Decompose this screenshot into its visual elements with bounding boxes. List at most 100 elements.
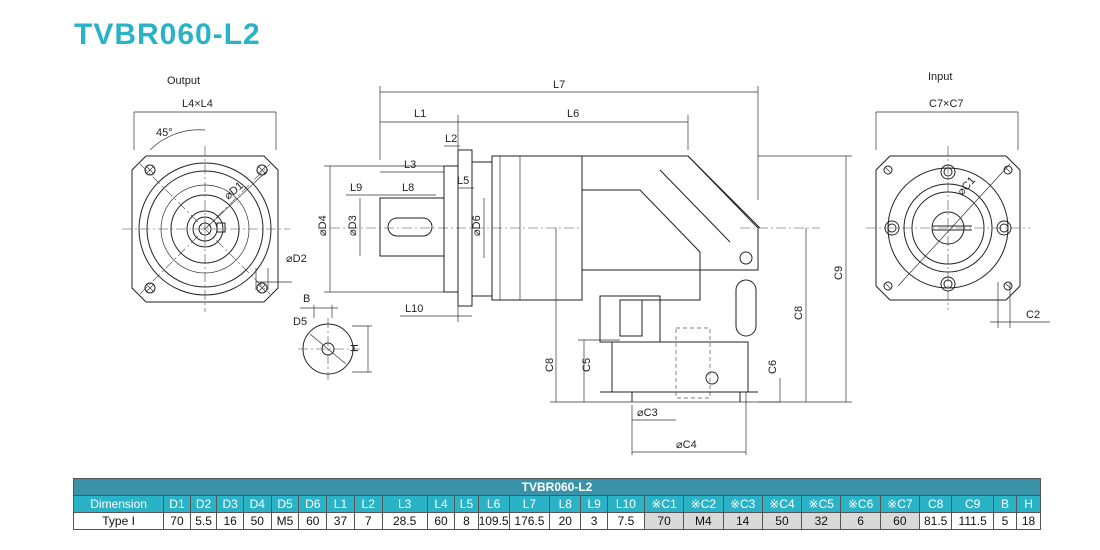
- c8-left-label: C8: [544, 358, 556, 372]
- c4-label: ⌀C4: [676, 439, 697, 451]
- value-cell: 50: [242, 512, 272, 530]
- value-cell: 111.5: [951, 512, 994, 530]
- value-cell: 8: [454, 512, 479, 530]
- header-cell: D4: [242, 495, 272, 513]
- l8-label: L8: [402, 182, 414, 194]
- value-cell: 50: [761, 512, 803, 530]
- c8-right-label: C8: [793, 306, 805, 320]
- header-cell: ※C4: [761, 495, 803, 513]
- d3-label: ⌀D3: [347, 215, 359, 236]
- header-cell: L5: [454, 495, 479, 513]
- header-cell: ※C6: [840, 495, 881, 513]
- value-cell: 176.5: [508, 512, 551, 530]
- value-cell: 70: [643, 512, 685, 530]
- value-cell: 7: [353, 512, 383, 530]
- flange-hole: [1003, 165, 1013, 175]
- d2-label: ⌀D2: [286, 253, 307, 265]
- d5-label: D5: [293, 316, 307, 328]
- value-cell: M5: [270, 512, 300, 530]
- value-cell: 60: [879, 512, 921, 530]
- header-cell: D2: [189, 495, 218, 513]
- header-cell: L3: [381, 495, 428, 513]
- flange-hole: [144, 282, 156, 294]
- header-cell: L7: [508, 495, 551, 513]
- l7-label: L7: [553, 79, 565, 91]
- l4xl4-label: L4×L4: [182, 98, 213, 110]
- header-dimension: Dimension: [72, 495, 165, 513]
- value-cell: 7.5: [606, 512, 645, 530]
- header-cell: ※C2: [683, 495, 724, 513]
- c5-label: C5: [581, 358, 593, 372]
- flange-hole: [1003, 281, 1013, 291]
- value-cell: M4: [683, 512, 724, 530]
- value-cell: 5: [992, 512, 1018, 530]
- row-type-label: Type I: [72, 512, 165, 530]
- d1-label: ⌀D1: [222, 180, 246, 202]
- h-label: H: [349, 344, 361, 352]
- value-cell: 14: [722, 512, 763, 530]
- l9-label: L9: [350, 182, 362, 194]
- c7xc7-label: C7×C7: [929, 98, 964, 110]
- flange-hole: [256, 282, 268, 294]
- value-cell: 28.5: [381, 512, 428, 530]
- angle-label: 45°: [156, 127, 173, 139]
- value-cell: 3: [580, 512, 608, 530]
- header-cell: ※C7: [879, 495, 921, 513]
- header-cell: C9: [951, 495, 994, 513]
- header-cell: L2: [353, 495, 383, 513]
- value-cell: 6: [840, 512, 881, 530]
- header-cell: B: [992, 495, 1018, 513]
- header-cell: H: [1016, 495, 1041, 513]
- output-flange-view: Output L4×L4 45° ⌀D1 ⌀D2: [122, 75, 307, 312]
- input-label: Input: [928, 71, 952, 83]
- table-title-row: TVBR060-L2: [73, 478, 1041, 496]
- header-cell: L4: [426, 495, 456, 513]
- flange-hole: [883, 165, 893, 175]
- c1-label: ⌀C1: [955, 175, 978, 198]
- d6-label: ⌀D6: [471, 215, 483, 236]
- header-cell: ※C3: [722, 495, 763, 513]
- value-cell: 60: [298, 512, 328, 530]
- header-cell: L9: [580, 495, 608, 513]
- value-cell: 60: [426, 512, 456, 530]
- value-cell: 18: [1016, 512, 1041, 530]
- l2-label: L2: [445, 133, 457, 145]
- flange-hole: [256, 164, 268, 176]
- header-cell: L1: [326, 495, 355, 513]
- l5-label: L5: [457, 175, 469, 187]
- header-cell: ※C5: [801, 495, 842, 513]
- output-label: Output: [167, 75, 200, 87]
- l3-label: L3: [404, 159, 416, 171]
- header-cell: C8: [918, 495, 953, 513]
- header-cell: L10: [606, 495, 645, 513]
- c2-label: C2: [1026, 309, 1040, 321]
- value-cell: 81.5: [918, 512, 953, 530]
- page-title: TVBR060-L2: [74, 18, 261, 51]
- value-cell: 109.5: [477, 512, 510, 530]
- c6-label: C6: [767, 360, 779, 374]
- header-cell: L6: [477, 495, 510, 513]
- l1-label: L1: [414, 108, 426, 120]
- header-cell: D1: [163, 495, 191, 513]
- value-cell: 32: [801, 512, 842, 530]
- header-cell: D3: [216, 495, 244, 513]
- flange-hole: [144, 164, 156, 176]
- value-cell: 5.5: [189, 512, 218, 530]
- value-cell: 37: [326, 512, 355, 530]
- value-cell: 20: [549, 512, 582, 530]
- flange-hole: [883, 281, 893, 291]
- header-cell: ※C1: [643, 495, 685, 513]
- l6-label: L6: [567, 108, 579, 120]
- c3-label: ⌀C3: [637, 407, 658, 419]
- input-flange-view: Input C7×C7 ⌀C1 C2: [866, 71, 1050, 328]
- value-cell: 70: [163, 512, 191, 530]
- header-cell: D6: [298, 495, 328, 513]
- header-cell: L8: [549, 495, 582, 513]
- d4-label: ⌀D4: [317, 215, 329, 236]
- c9-label: C9: [833, 266, 845, 280]
- value-cell: 16: [216, 512, 244, 530]
- technical-drawing: Output L4×L4 45° ⌀D1 ⌀D2: [122, 71, 1050, 455]
